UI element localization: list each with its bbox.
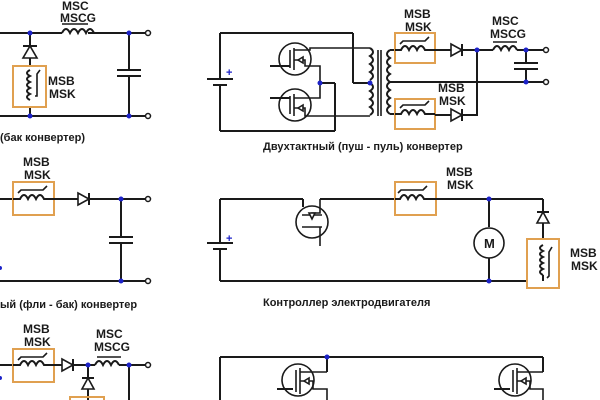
forward-inductor-label-1: MSC	[96, 327, 123, 341]
flyback-caption: ый (фли - бак) конвертер	[0, 299, 137, 311]
junction-dot	[27, 113, 33, 119]
buck-highlight-box	[12, 65, 47, 108]
upper-highlight-box	[394, 32, 436, 64]
junction-dot	[85, 362, 91, 368]
battery-plus-sign: +	[226, 67, 232, 79]
buck-core-label-1: MSB	[48, 74, 75, 88]
forward-converter-diagram: MSB MSK MSC MSCG	[0, 322, 152, 400]
junction-dot	[27, 30, 33, 36]
junction-dot	[118, 196, 124, 202]
push-pull-converter-diagram: +	[207, 7, 550, 153]
flyback-core-label-1: MSB	[23, 155, 50, 169]
junction-dot	[126, 113, 132, 119]
output-terminal	[144, 361, 152, 369]
buck-saturable-reactor	[26, 69, 33, 101]
transformer-secondary	[386, 49, 392, 115]
motor-controller-diagram: + M MSB MSK MSB MSK Контроллер электродв…	[207, 165, 598, 309]
upper-diode	[450, 42, 464, 58]
motor-mosfet	[295, 205, 329, 239]
lower-saturable-reactor	[395, 109, 435, 117]
forward-saturable-reactor	[13, 360, 54, 368]
output-inductor	[492, 45, 518, 53]
upper-core-label-1: MSB	[404, 7, 431, 21]
flyback-converter-diagram: MSB MSK ый (фли - бак) конвертер	[0, 155, 152, 311]
junction-dot	[523, 47, 529, 53]
lower-core-label-2: MSK	[439, 94, 466, 108]
motor-flyback-diode	[535, 210, 551, 224]
output-terminal	[144, 277, 152, 285]
junction-dot	[126, 30, 132, 36]
buck-inductor	[61, 28, 95, 36]
junction-dot	[0, 376, 2, 380]
forward-core-label-2: MSK	[24, 335, 51, 349]
output-terminal	[144, 195, 152, 203]
motor-controller-caption: Контроллер электродвигателя	[263, 297, 430, 309]
motor-label: M	[484, 236, 495, 251]
junction-dot	[126, 362, 132, 368]
forward-core-label-1: MSB	[23, 322, 50, 336]
buck-diode	[21, 44, 39, 59]
upper-mosfet	[278, 42, 312, 76]
output-terminal	[542, 78, 550, 86]
flyback-diode	[77, 191, 91, 207]
motor-right-core-label-1: MSB	[570, 246, 597, 260]
motor-top-core-label-1: MSB	[446, 165, 473, 179]
output-terminal	[144, 29, 152, 37]
forward-inductor-label-2: MSCG	[94, 340, 130, 354]
buck-inductor-label-1: MSC	[62, 0, 89, 13]
upper-core-label-2: MSK	[405, 20, 432, 34]
lower-diode	[450, 107, 464, 123]
junction-dot	[486, 278, 492, 284]
junction-dot	[474, 47, 480, 53]
junction-dot	[523, 79, 529, 85]
bridge-right-mosfet	[498, 363, 532, 397]
junction-dot	[0, 266, 2, 270]
flyback-core-label-2: MSK	[24, 168, 51, 182]
output-inductor-label-2: MSCG	[490, 27, 526, 41]
battery-plus-sign: +	[226, 233, 232, 245]
junction-dot	[486, 196, 492, 202]
junction-dot	[324, 354, 330, 360]
forward-freewheel-diode	[80, 376, 96, 390]
junction-dot	[118, 278, 124, 284]
bridge-left-mosfet	[281, 363, 315, 397]
buck-inductor-label-2: MSCG	[60, 11, 96, 25]
junction-dot	[317, 80, 323, 86]
lower-mosfet	[278, 88, 312, 122]
forward-output-inductor	[94, 360, 120, 368]
bridge-diagram-partial	[219, 354, 544, 400]
motor-top-core-label-2: MSK	[447, 178, 474, 192]
output-terminal	[542, 46, 550, 54]
upper-saturable-reactor	[395, 45, 435, 53]
motor-right-core-label-2: MSK	[571, 259, 598, 273]
motor-right-saturable-reactor	[539, 244, 546, 276]
buck-caption: (бак конвертер)	[0, 132, 85, 144]
forward-diode	[61, 357, 75, 373]
buck-core-label-2: MSK	[49, 87, 76, 101]
transformer-primary	[368, 47, 374, 116]
push-pull-caption: Двухтактный (пуш - пуль) конвертер	[263, 141, 463, 153]
motor-right-highlight-box	[526, 238, 560, 289]
flyback-saturable-reactor	[13, 194, 54, 202]
output-inductor-label-1: MSC	[492, 14, 519, 28]
junction-dot	[367, 80, 373, 86]
buck-converter-diagram: MSC MSCG MSB MSK (бак конвертер)	[0, 0, 152, 144]
motor-top-saturable-reactor	[395, 194, 436, 202]
output-terminal	[144, 112, 152, 120]
lower-core-label-1: MSB	[438, 81, 465, 95]
